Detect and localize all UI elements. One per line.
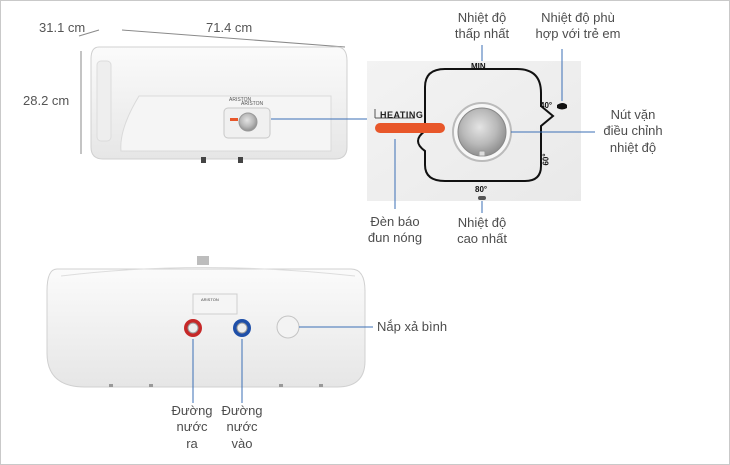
width-dimension: 71.4 cm xyxy=(206,20,253,35)
dimension-lines xyxy=(78,29,346,154)
drain-cap xyxy=(276,315,300,339)
scale-60: 60° xyxy=(541,153,551,166)
temperature-knob xyxy=(457,107,507,157)
scale-min: MIN xyxy=(471,62,486,71)
label-drain-cap: Nắp xả bình xyxy=(377,319,448,334)
control-panel-zoom xyxy=(367,61,581,201)
heater-front-view: ARISTON xyxy=(90,46,348,163)
bottom-leader-lines xyxy=(192,326,373,403)
scale-40: 40° xyxy=(540,101,553,110)
brand-logo: ARISTON xyxy=(229,97,252,103)
scale-80: 80° xyxy=(475,185,488,194)
svg-text:ARISTON: ARISTON xyxy=(241,101,264,107)
hand-icon xyxy=(557,103,567,110)
heating-indicator-bar xyxy=(375,123,445,133)
svg-text:ARISTON: ARISTON xyxy=(201,297,219,302)
depth-dimension: 31.1 cm xyxy=(39,20,86,35)
height-dimension: 28.2 cm xyxy=(23,93,70,108)
label-leader-lines xyxy=(394,45,595,213)
depth-dimension-line xyxy=(78,29,100,37)
heating-text: HEATING xyxy=(380,110,424,120)
heater-bottom-view: ARISTON xyxy=(46,256,366,388)
width-dimension-line xyxy=(121,29,346,48)
